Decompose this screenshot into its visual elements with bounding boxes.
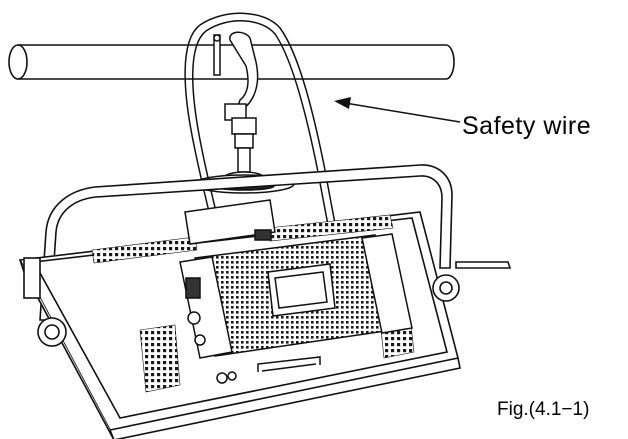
handle — [216, 356, 321, 384]
yoke — [39, 164, 453, 321]
figure-caption: Fig.(4.1−1) — [497, 399, 590, 420]
control-box — [179, 199, 413, 359]
pipe-bar — [8, 44, 455, 80]
hook-clamp — [213, 31, 259, 121]
safety-wire-label: Safety wire — [462, 112, 592, 140]
callout-arrow — [334, 97, 461, 123]
grille-vents — [91, 214, 415, 393]
yoke-knob — [23, 257, 512, 347]
